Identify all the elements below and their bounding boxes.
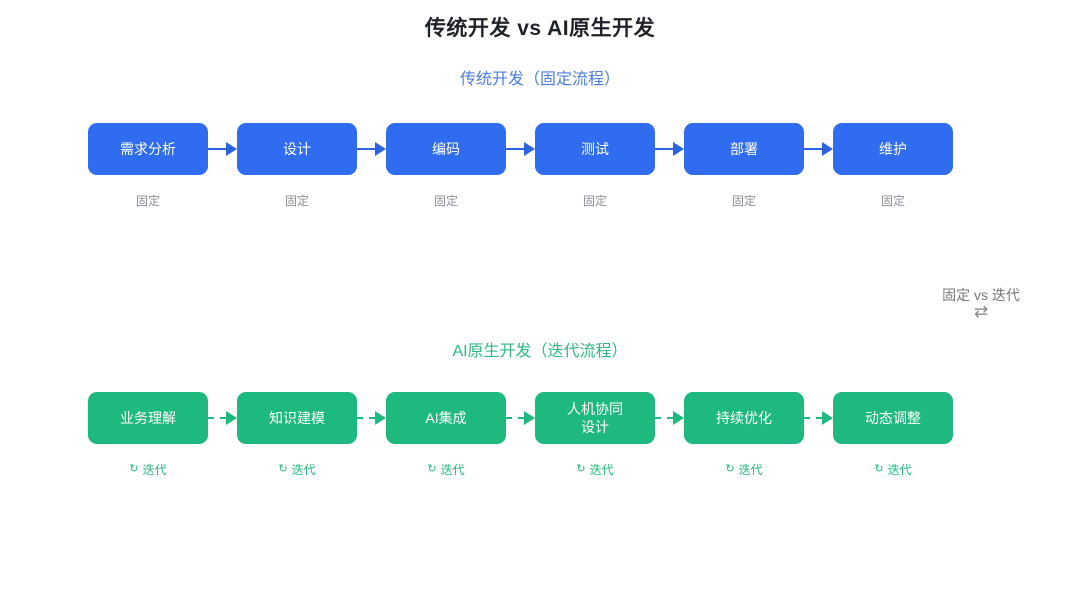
page-title: 传统开发 vs AI原生开发	[424, 17, 656, 40]
flow-step-testing: 测试 固定	[535, 123, 655, 209]
flow-step-box: 部署	[684, 123, 804, 175]
traditional-flow: 需求分析 固定 设计 固定 编码 固定 测试 固定 部署 固定 维护 固定	[88, 123, 953, 209]
arrow-right-icon	[357, 123, 386, 175]
flow-step-box: AI集成	[386, 392, 506, 444]
arrow-right-icon	[208, 123, 237, 175]
flow-step-requirements: 需求分析 固定	[88, 123, 208, 209]
comparison-label: 固定 vs 迭代	[942, 287, 1020, 303]
step-note: 固定	[880, 194, 905, 208]
step-note-label: 迭代	[142, 463, 167, 477]
flow-step-box: 设计	[237, 123, 357, 175]
step-note-label: 迭代	[887, 463, 912, 477]
flow-step-box: 人机协同 设计	[535, 392, 655, 444]
comparison-label-block: 固定 vs 迭代 ⇄	[933, 286, 1029, 321]
step-note: 固定	[731, 194, 756, 208]
flow-step-business-understanding: 业务理解 ↻迭代	[88, 392, 208, 478]
step-note: 固定	[433, 194, 458, 208]
iterate-icon: ↻	[427, 463, 437, 475]
flow-step-dynamic-adjustment: 动态调整 ↻迭代	[833, 392, 953, 478]
flow-step-box: 持续优化	[684, 392, 804, 444]
dashed-arrow-right-icon	[357, 392, 386, 444]
flow-step-maintenance: 维护 固定	[833, 123, 953, 209]
step-note: 固定	[582, 194, 607, 208]
iterate-icon: ↻	[576, 463, 586, 475]
step-note: ↻迭代	[427, 461, 464, 478]
iterate-icon: ↻	[129, 463, 139, 475]
dashed-arrow-right-icon	[655, 392, 684, 444]
dashed-arrow-right-icon	[506, 392, 535, 444]
flow-step-box: 需求分析	[88, 123, 208, 175]
step-note: ↻迭代	[129, 461, 166, 478]
iterate-icon: ↻	[278, 463, 288, 475]
step-note: ↻迭代	[576, 461, 613, 478]
step-note-label: 迭代	[589, 463, 614, 477]
iterate-icon: ↻	[874, 463, 884, 475]
flow-step-box: 知识建模	[237, 392, 357, 444]
arrow-right-icon	[655, 123, 684, 175]
flow-step-box: 维护	[833, 123, 953, 175]
flow-step-design: 设计 固定	[237, 123, 357, 209]
iterate-icon: ↻	[725, 463, 735, 475]
flow-step-continuous-optimization: 持续优化 ↻迭代	[684, 392, 804, 478]
dashed-arrow-right-icon	[208, 392, 237, 444]
arrow-right-icon	[506, 123, 535, 175]
ai-native-flow: 业务理解 ↻迭代 知识建模 ↻迭代 AI集成 ↻迭代 人机协同 设计 ↻迭代 持…	[88, 392, 953, 478]
flow-step-box: 业务理解	[88, 392, 208, 444]
step-note: ↻迭代	[278, 461, 315, 478]
flow-step-box: 测试	[535, 123, 655, 175]
flow-step-knowledge-modeling: 知识建模 ↻迭代	[237, 392, 357, 478]
step-note-label: 迭代	[440, 463, 465, 477]
step-note-label: 迭代	[738, 463, 763, 477]
step-note: ↻迭代	[725, 461, 762, 478]
flow-step-box: 编码	[386, 123, 506, 175]
swap-arrows-icon: ⇄	[973, 302, 989, 321]
flow-step-human-ai-codesign: 人机协同 设计 ↻迭代	[535, 392, 655, 478]
traditional-section-title: 传统开发（固定流程）	[459, 71, 620, 88]
step-note: 固定	[284, 194, 309, 208]
ai-native-section-title: AI原生开发（迭代流程）	[452, 343, 628, 360]
flow-step-deployment: 部署 固定	[684, 123, 804, 209]
flow-step-box: 动态调整	[833, 392, 953, 444]
step-note-label: 迭代	[291, 463, 316, 477]
flow-step-coding: 编码 固定	[386, 123, 506, 209]
step-note: ↻迭代	[874, 461, 911, 478]
dashed-arrow-right-icon	[804, 392, 833, 444]
step-note: 固定	[135, 194, 160, 208]
flow-step-ai-integration: AI集成 ↻迭代	[386, 392, 506, 478]
arrow-right-icon	[804, 123, 833, 175]
